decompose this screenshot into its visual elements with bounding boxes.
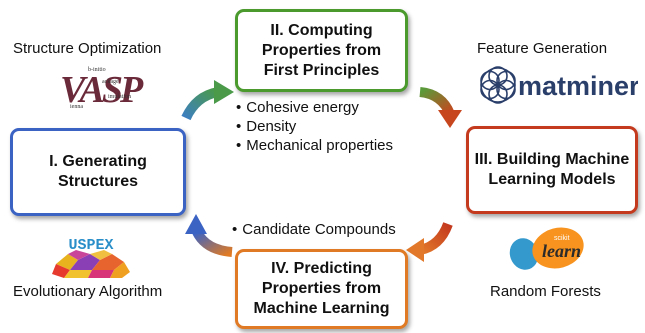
box-predicting-properties: IV. Predicting Properties from Machine L…: [235, 249, 408, 329]
arrow-building-to-predicting: [406, 222, 453, 262]
box-generating-structures: I. Generating Structures: [10, 128, 186, 216]
box-computing-line-3: First Principles: [263, 61, 380, 79]
uspex-wordmark: USPEX: [68, 237, 113, 254]
property-bullet-list: Cohesive energy Density Mechanical prope…: [236, 98, 393, 155]
box-computing-line-1: II. Computing: [270, 21, 373, 39]
arrow-generating-to-computing: [181, 80, 234, 121]
box-generating-line-2: Structures: [57, 173, 138, 190]
box-predicting-line-2: Properties from: [261, 280, 382, 297]
bullet-mechanical-properties: Mechanical properties: [236, 136, 393, 155]
label-feature-generation: Feature Generation: [477, 40, 608, 57]
svg-text:VASP: VASP: [60, 69, 144, 110]
box-generating-line-1: I. Generating: [49, 153, 147, 170]
box-predicting-line-3: Machine Learning: [253, 300, 390, 317]
label-evolutionary-algorithm: Evolutionary Algorithm: [13, 283, 163, 300]
vasp-word-1: b-initio: [88, 67, 106, 73]
box-building-line-2: Learning Models: [488, 171, 616, 188]
uspex-mosaic-icon: [52, 250, 130, 278]
sklearn-logo: scikit learn: [506, 224, 592, 274]
vasp-word-2: ackage: [102, 79, 119, 85]
bullet-density: Density: [236, 117, 393, 136]
matminer-logo: matminer: [478, 65, 640, 105]
box-computing-line-2: Properties from: [261, 41, 382, 59]
uspex-logo-graphic: USPEX: [52, 237, 130, 278]
sklearn-small-text: scikit: [554, 235, 570, 242]
box-building-line-1: III. Building Machine: [474, 151, 630, 168]
bullet-cohesive-energy: Cohesive energy: [236, 98, 393, 117]
sklearn-logo-graphic: scikit learn: [509, 227, 584, 270]
uspex-logo: USPEX: [48, 236, 134, 280]
vasp-word-4: imulation: [108, 94, 131, 100]
vasp-logo: VASP b-initio ackage ienna imulation: [58, 62, 148, 111]
box-predicting-line-1: IV. Predicting: [271, 260, 372, 277]
matminer-logo-graphic: matminer: [480, 66, 640, 104]
matminer-wordmark: matminer: [518, 71, 638, 101]
arrow-predicting-to-generating: [185, 214, 233, 257]
bullet-candidate-compounds: Candidate Compounds: [232, 220, 395, 239]
arrow-computing-to-building: [419, 87, 462, 128]
vasp-word-3: ienna: [70, 104, 83, 110]
candidate-bullet-list: Candidate Compounds: [232, 220, 395, 239]
label-random-forests: Random Forests: [490, 283, 601, 300]
sklearn-wordmark: learn: [542, 241, 581, 261]
matminer-flower-icon: [480, 66, 516, 104]
box-building-models: III. Building Machine Learning Models: [466, 126, 638, 214]
box-computing-properties: II. Computing Properties from First Prin…: [235, 9, 408, 92]
label-structure-optimization: Structure Optimization: [13, 40, 162, 57]
vasp-logo-graphic: VASP b-initio ackage ienna imulation: [60, 67, 147, 111]
